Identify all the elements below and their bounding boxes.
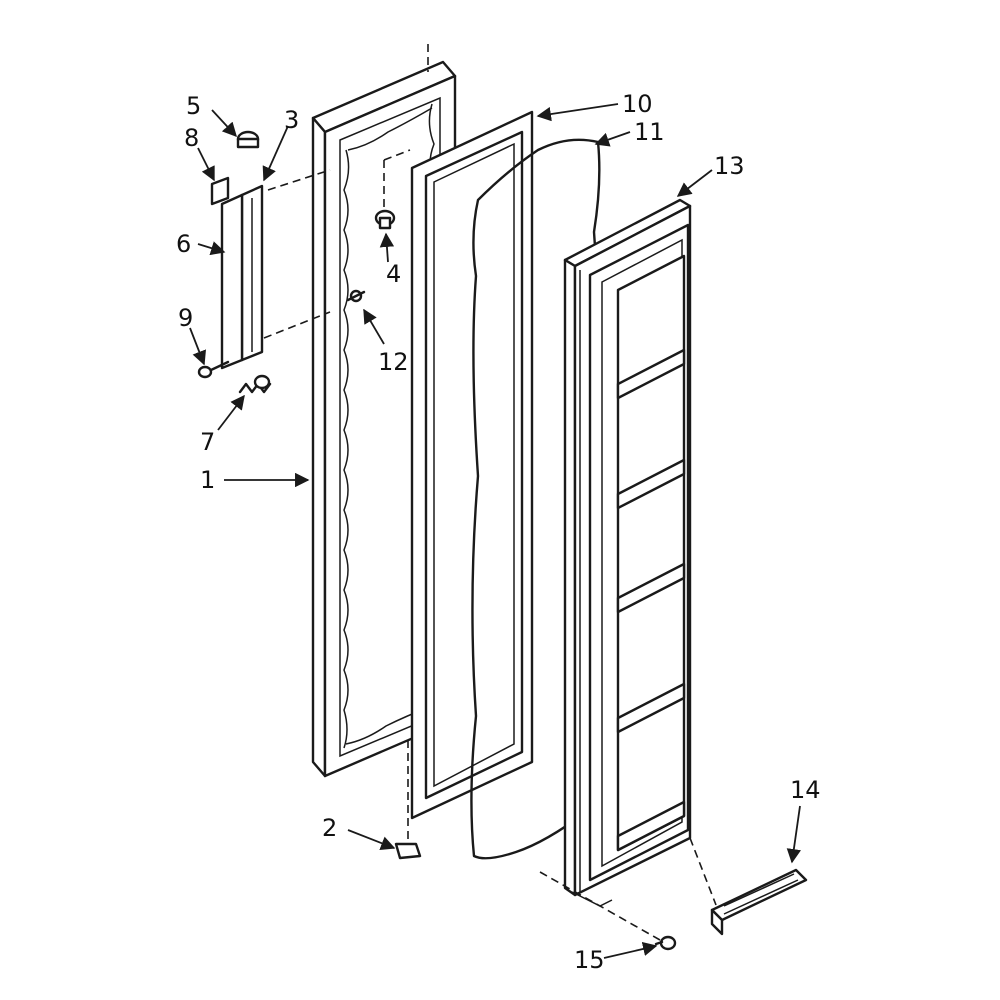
callout-7: 7 (200, 428, 215, 456)
screw-15 (654, 935, 677, 951)
screw-12 (346, 289, 366, 303)
trim-cap-14 (710, 868, 808, 936)
inner-door-liner (563, 198, 692, 907)
callout-5: 5 (186, 92, 201, 120)
callout-11: 11 (634, 118, 665, 146)
spring-7 (238, 374, 272, 394)
door-gasket (410, 110, 534, 820)
bushing-2 (394, 842, 422, 860)
callout-12: 12 (378, 348, 409, 376)
callouts: 1 2 3 4 5 6 7 8 9 10 11 12 13 14 15 (176, 90, 821, 974)
callout-3: 3 (284, 106, 299, 134)
callout-2: 2 (322, 814, 337, 842)
callout-15: 15 (574, 946, 605, 974)
callout-8: 8 (184, 124, 199, 152)
washer-8 (210, 176, 230, 206)
assembly-lines (263, 44, 717, 941)
hinge-pin-5 (236, 130, 260, 149)
callout-6: 6 (176, 230, 191, 258)
callout-14: 14 (790, 776, 821, 804)
shelf-bin (616, 348, 686, 852)
callout-4: 4 (386, 260, 401, 288)
callout-13: 13 (714, 152, 745, 180)
callout-9: 9 (178, 304, 193, 332)
screw-9 (197, 360, 230, 379)
callout-1: 1 (200, 466, 215, 494)
plug-button-4 (374, 209, 396, 230)
callout-10: 10 (622, 90, 653, 118)
hinge-bracket (220, 184, 264, 370)
leader-lines (189, 103, 801, 959)
